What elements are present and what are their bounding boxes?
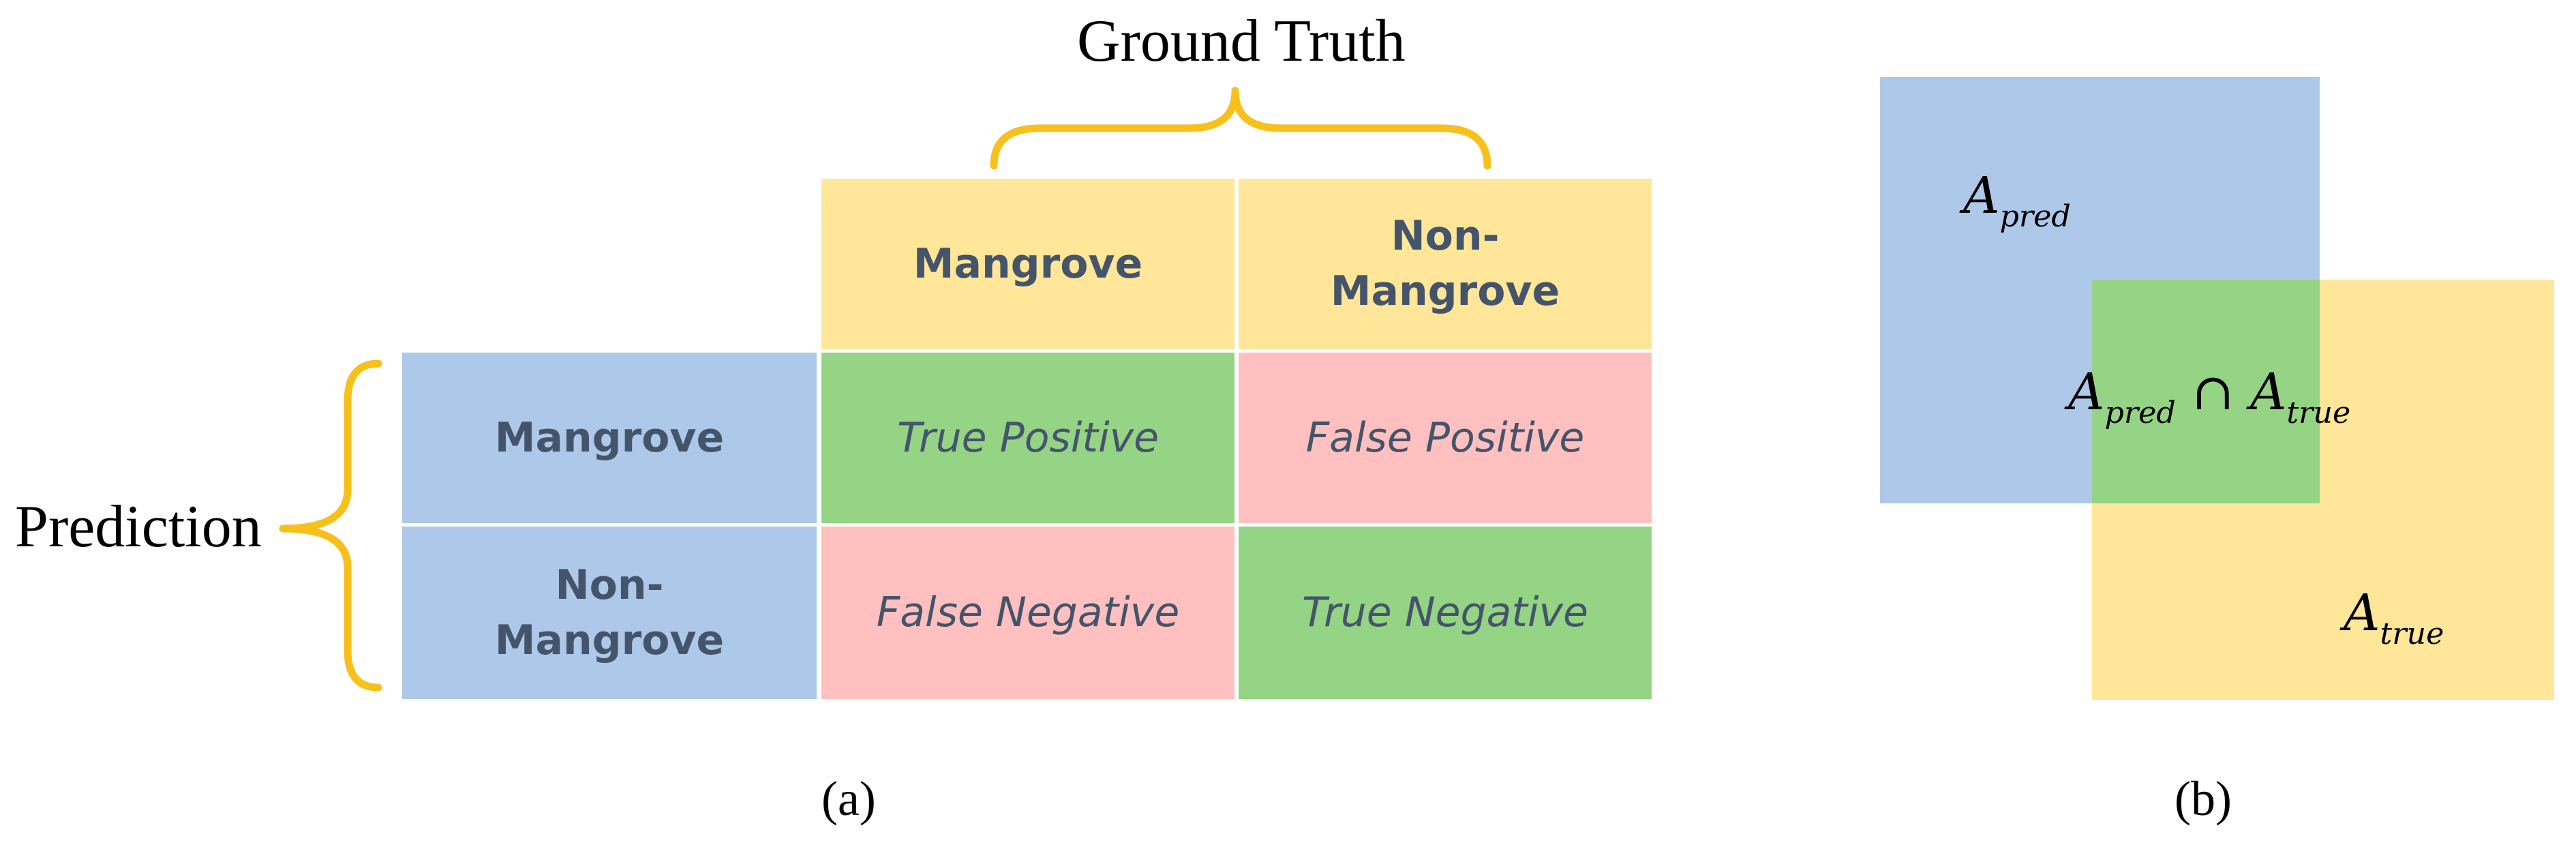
- ground-truth-brace: [990, 87, 1491, 170]
- prediction-label: Prediction: [15, 494, 262, 560]
- cell-false-negative: False Negative: [821, 527, 1234, 699]
- column-header-non-mangrove: Non- Mangrove: [1239, 179, 1652, 349]
- pred-area-label: Apred: [1963, 171, 2071, 232]
- pred-subscript: pred: [1999, 198, 2071, 234]
- pred-base: A: [2068, 363, 2105, 422]
- cell-label: False Negative: [876, 589, 1180, 636]
- intersection-label: Apred ∩ Atrue: [2068, 367, 2350, 428]
- intersection-area: [2092, 280, 2320, 503]
- column-header-label: Mangrove: [913, 239, 1143, 288]
- row-header-mangrove: Mangrove: [402, 353, 817, 523]
- cell-true-positive: True Positive: [821, 353, 1234, 523]
- intersect-symbol: ∩: [2192, 363, 2234, 422]
- cell-label: True Positive: [896, 413, 1160, 462]
- true-base: A: [2249, 363, 2287, 422]
- true-area-label: Atrue: [2344, 588, 2444, 649]
- row-header-label: Mangrove: [494, 413, 725, 462]
- cell-label: True Negative: [1302, 589, 1588, 636]
- row-header-non-mangrove: Non- Mangrove: [402, 527, 817, 699]
- caption-b: (b): [2175, 771, 2232, 826]
- true-subscript: true: [2286, 395, 2351, 430]
- prediction-brace: [279, 359, 382, 692]
- cell-false-positive: False Positive: [1239, 353, 1652, 523]
- pred-base: A: [1963, 166, 2000, 225]
- caption-a: (a): [821, 771, 876, 826]
- column-header-label: Non- Mangrove: [1330, 212, 1560, 315]
- row-header-label: Non- Mangrove: [494, 561, 725, 664]
- cell-true-negative: True Negative: [1239, 527, 1652, 699]
- ground-truth-label: Ground Truth: [1077, 8, 1406, 74]
- true-subscript: true: [2380, 616, 2444, 651]
- pred-subscript: pred: [2104, 395, 2176, 430]
- true-base: A: [2344, 584, 2380, 642]
- cell-label: False Positive: [1305, 413, 1585, 462]
- column-header-mangrove: Mangrove: [821, 179, 1234, 349]
